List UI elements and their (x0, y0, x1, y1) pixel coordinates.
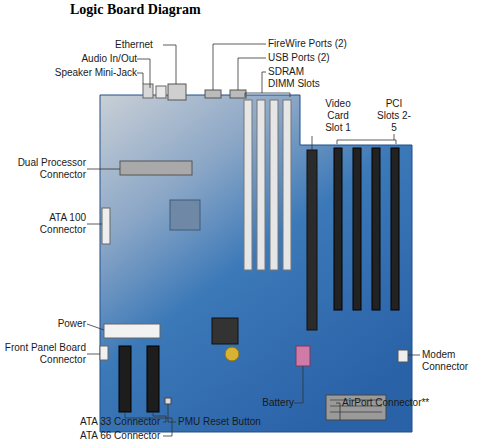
part-label: PCI Slots 2-5 (377, 98, 411, 134)
part-label: Audio In/Out (67, 53, 137, 65)
part-label: Modem Connector (422, 349, 477, 373)
part-label: Dual Processor Connector (2, 157, 86, 181)
part-label: PMU Reset Button (178, 416, 288, 428)
part-label: Video Card Slot 1 (320, 98, 356, 134)
part-label: SDRAM DIMM Slots (268, 66, 324, 90)
part-label: Battery (222, 397, 294, 409)
part-label: USB Ports (2) (268, 52, 358, 64)
part-label: Speaker Mini-Jack (37, 67, 137, 79)
part-label: AirPort Connector** (342, 397, 462, 409)
part-label: ATA 33 Connector (80, 416, 170, 428)
part-label: ATA 100 Connector (2, 212, 86, 236)
part-label: Ethernet (115, 39, 165, 51)
diagram-title: Logic Board Diagram (70, 2, 201, 18)
part-label: FireWire Ports (2) (268, 38, 378, 50)
part-label: Power (2, 318, 86, 330)
part-label: ATA 66 Connector (80, 430, 170, 442)
part-label: Front Panel Board Connector (0, 342, 86, 366)
